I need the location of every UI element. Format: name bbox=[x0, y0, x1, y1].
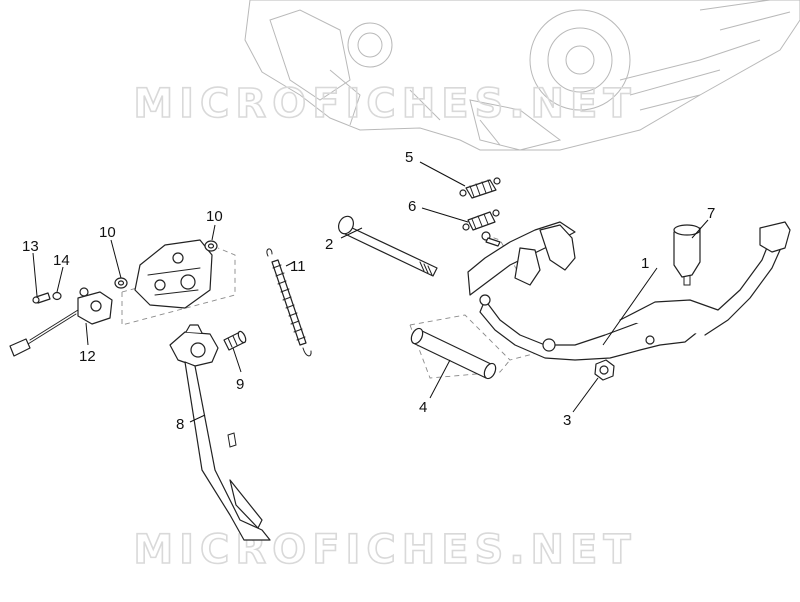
callout-labels: 1 2 3 4 5 6 7 8 9 10 10 11 12 13 14 bbox=[22, 149, 715, 433]
part-2-pivot-bolt bbox=[338, 215, 438, 277]
part-4-spacer-tube bbox=[410, 327, 497, 380]
watermark-top: MICROFICHES.NET bbox=[133, 81, 636, 127]
callout-5: 5 bbox=[405, 149, 413, 166]
part-3-nut bbox=[594, 359, 615, 381]
part-8-side-stand bbox=[169, 324, 271, 541]
callout-leaders bbox=[32, 161, 709, 423]
part-10-washer-left bbox=[114, 277, 128, 289]
callout-8: 8 bbox=[176, 416, 184, 433]
callout-4: 4 bbox=[419, 399, 427, 416]
part-14-small-washer bbox=[52, 291, 62, 301]
callout-2: 2 bbox=[325, 236, 333, 253]
part-12-stand-switch bbox=[9, 287, 113, 357]
callout-1: 1 bbox=[641, 255, 649, 272]
callout-7: 7 bbox=[707, 205, 715, 222]
part-9-rubber-stop bbox=[223, 330, 247, 351]
side-stand-bracket-plate bbox=[134, 239, 213, 309]
callout-10-right: 10 bbox=[206, 208, 223, 225]
callout-6: 6 bbox=[408, 198, 416, 215]
part-10-washer-right bbox=[204, 240, 218, 252]
stand-bolt bbox=[481, 231, 501, 247]
stand-pedal-rubber bbox=[759, 221, 791, 253]
callout-13: 13 bbox=[22, 238, 39, 255]
callout-3: 3 bbox=[563, 412, 571, 429]
callout-14: 14 bbox=[53, 252, 70, 269]
part-1-center-stand bbox=[467, 221, 781, 361]
part-13-screw bbox=[32, 292, 51, 304]
part-5-spring bbox=[459, 177, 501, 199]
part-7-rubber-buffer bbox=[673, 224, 701, 286]
part-6-spring bbox=[462, 209, 500, 231]
callout-9: 9 bbox=[236, 376, 244, 393]
callout-11: 11 bbox=[290, 258, 306, 275]
callout-12: 12 bbox=[79, 348, 96, 365]
engine-background bbox=[244, 0, 800, 151]
part-11-side-stand-spring bbox=[266, 248, 312, 357]
callout-10-left: 10 bbox=[99, 224, 116, 241]
watermark-bottom: MICROFICHES.NET bbox=[133, 527, 636, 573]
